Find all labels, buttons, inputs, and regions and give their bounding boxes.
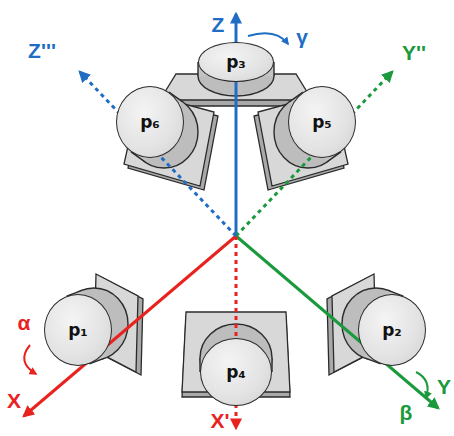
axis-label: α xyxy=(18,312,31,333)
y-double-prime-axis xyxy=(236,72,392,236)
rotation-arrow xyxy=(24,345,36,374)
actuator-label: p₄ xyxy=(226,362,246,382)
axes xyxy=(24,14,438,428)
actuator-face: p₂ xyxy=(358,294,426,366)
actuator-face: p₁ xyxy=(44,294,112,366)
axis-label: Y xyxy=(437,376,451,397)
actuator-label: p₆ xyxy=(140,112,160,132)
actuator-label: p₂ xyxy=(382,320,402,340)
actuator-face: p₃ xyxy=(198,42,274,82)
actuator-face: p₄ xyxy=(200,338,272,406)
z-triple-prime-axis xyxy=(80,72,236,236)
axis-label: Y'' xyxy=(402,42,426,63)
rotation-arrow xyxy=(248,33,288,44)
axis-label: β xyxy=(400,402,413,423)
axis-label: Z''' xyxy=(28,40,56,61)
actuator-label: p₃ xyxy=(226,52,246,72)
axis-label: γ xyxy=(296,26,308,47)
actuator-face: p₆ xyxy=(116,86,184,158)
axis-label: X' xyxy=(210,410,229,431)
axis-label: X xyxy=(7,390,21,411)
actuator-label: p₁ xyxy=(68,320,88,340)
actuator-face: p₅ xyxy=(288,86,356,158)
axis-label: Z xyxy=(212,14,225,35)
actuator-label: p₅ xyxy=(312,112,332,132)
rotation-arrow xyxy=(416,372,428,398)
